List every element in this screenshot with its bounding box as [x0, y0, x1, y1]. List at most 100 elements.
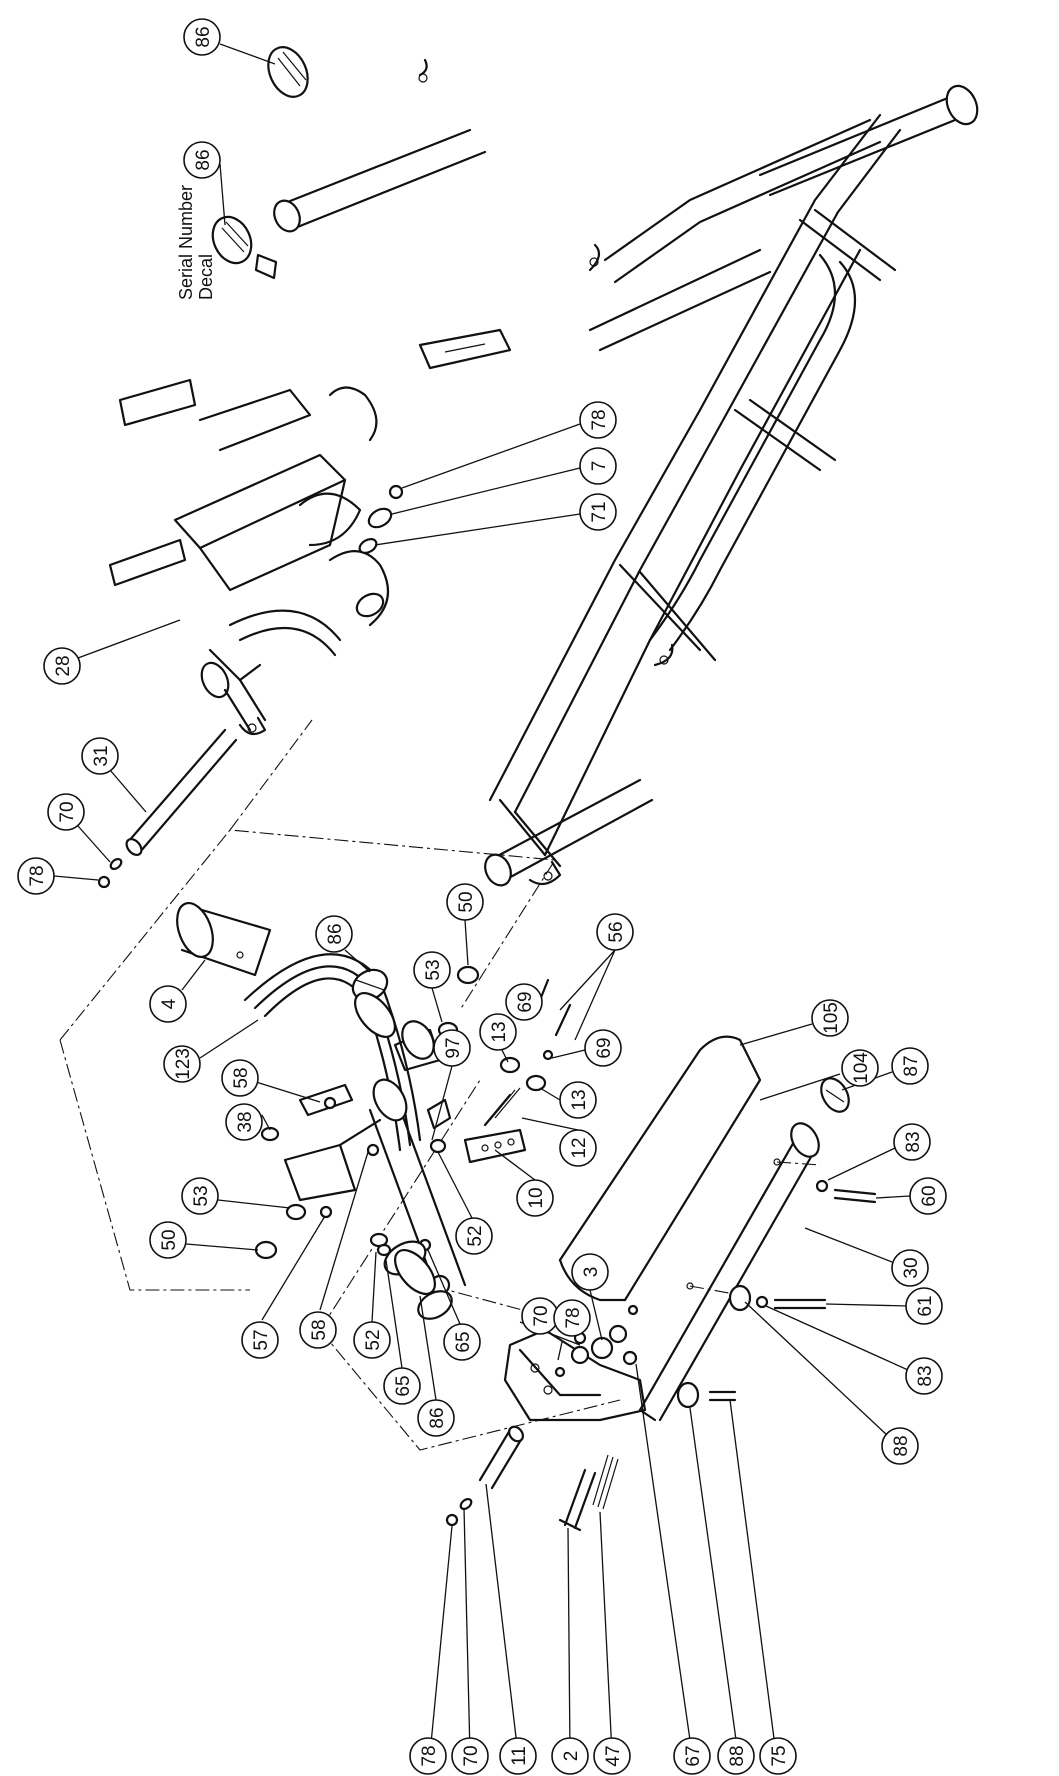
- callout: 58: [299, 1311, 337, 1349]
- end-cap-serial: [211, 215, 278, 280]
- svg-text:78: 78: [27, 865, 48, 886]
- svg-text:104: 104: [851, 1052, 872, 1084]
- svg-text:10: 10: [526, 1187, 547, 1208]
- end-cap-bottom: [394, 1249, 436, 1295]
- svg-text:38: 38: [235, 1111, 256, 1132]
- svg-text:28: 28: [53, 655, 74, 676]
- svg-text:58: 58: [309, 1319, 330, 1340]
- callout: 88: [881, 1427, 919, 1465]
- svg-text:50: 50: [456, 891, 477, 912]
- svg-text:52: 52: [363, 1329, 384, 1350]
- pivot-bracket: [108, 378, 390, 736]
- callouts: 86 86 78 7 71 28 78 70 31 4 123 58 38 53…: [17, 18, 947, 1775]
- callout: 2: [551, 1737, 589, 1775]
- callout: 28: [43, 647, 81, 685]
- callout: 87: [891, 1047, 929, 1085]
- svg-text:78: 78: [563, 1307, 584, 1328]
- callout: 70: [451, 1737, 489, 1775]
- callout: 83: [893, 1123, 931, 1161]
- svg-text:86: 86: [193, 26, 214, 47]
- svg-text:123: 123: [173, 1048, 194, 1080]
- callout: 104: [841, 1049, 879, 1087]
- callout: 38: [225, 1103, 263, 1141]
- svg-text:53: 53: [423, 959, 444, 980]
- callout: 65: [443, 1323, 481, 1361]
- callout: 53: [181, 1177, 219, 1215]
- svg-text:86: 86: [325, 923, 346, 944]
- svg-text:53: 53: [191, 1185, 212, 1206]
- callout: 71: [579, 493, 617, 531]
- serial-number-decal-note: Serial Number Decal: [176, 185, 216, 300]
- svg-text:97: 97: [443, 1037, 464, 1058]
- callout: 70: [521, 1297, 559, 1335]
- svg-text:31: 31: [91, 745, 112, 766]
- svg-text:13: 13: [569, 1089, 590, 1110]
- callout: 86: [183, 141, 221, 179]
- svg-text:4: 4: [159, 998, 180, 1009]
- svg-text:13: 13: [489, 1021, 510, 1042]
- pedal-bracket: [503, 1324, 647, 1422]
- right-hardware: [676, 1179, 877, 1409]
- callout: 105: [811, 999, 849, 1037]
- svg-text:60: 60: [919, 1185, 940, 1206]
- callout: 11: [499, 1737, 537, 1775]
- callout: 31: [81, 737, 119, 775]
- callout: 50: [446, 883, 484, 921]
- bolt-spring-shaft: [445, 1304, 639, 1532]
- svg-text:52: 52: [465, 1225, 486, 1246]
- svg-text:57: 57: [251, 1329, 272, 1350]
- callout: 61: [905, 1287, 943, 1325]
- callout: 67: [673, 1737, 711, 1775]
- assembly-line-upper: [59, 719, 556, 1291]
- svg-text:50: 50: [159, 1229, 180, 1250]
- callout: 7: [579, 447, 617, 485]
- shaft: [97, 728, 238, 889]
- svg-text:70: 70: [461, 1745, 482, 1766]
- callout: 13: [559, 1081, 597, 1119]
- svg-text:7: 7: [589, 461, 610, 472]
- svg-text:86: 86: [427, 1407, 448, 1428]
- callout: 86: [183, 18, 221, 56]
- callout: 83: [905, 1357, 943, 1395]
- end-cap-mid: [354, 992, 396, 1038]
- svg-text:86: 86: [193, 149, 214, 170]
- callout: 97: [433, 1029, 471, 1067]
- callout: 78: [553, 1299, 591, 1337]
- callout: 86: [417, 1399, 455, 1437]
- callout: 65: [383, 1367, 421, 1405]
- svg-text:47: 47: [603, 1745, 624, 1766]
- callout: 78: [579, 401, 617, 439]
- svg-text:67: 67: [683, 1745, 704, 1766]
- svg-text:83: 83: [915, 1365, 936, 1386]
- svg-text:88: 88: [727, 1745, 748, 1766]
- main-frame: [273, 58, 979, 887]
- svg-text:56: 56: [606, 921, 627, 942]
- svg-text:3: 3: [581, 1267, 602, 1278]
- hardware-group-upper: [358, 484, 404, 554]
- svg-text:65: 65: [453, 1331, 474, 1352]
- callout: 52: [455, 1217, 493, 1255]
- callout: 78: [17, 857, 55, 895]
- callout: 10: [516, 1179, 554, 1217]
- callout: 47: [593, 1737, 631, 1775]
- svg-text:65: 65: [393, 1375, 414, 1396]
- callout: 58: [221, 1059, 259, 1097]
- callout: 69: [505, 983, 543, 1021]
- callout: 78: [409, 1737, 447, 1775]
- callout: 3: [571, 1253, 609, 1291]
- svg-text:58: 58: [231, 1067, 252, 1088]
- callout: 4: [149, 985, 187, 1023]
- svg-text:75: 75: [769, 1745, 790, 1766]
- svg-text:Decal: Decal: [196, 254, 216, 300]
- callout: 52: [353, 1321, 391, 1359]
- leader-lines: [53, 43, 911, 1755]
- callout: 60: [909, 1177, 947, 1215]
- svg-text:69: 69: [515, 991, 536, 1012]
- bushings: [254, 965, 480, 1276]
- svg-text:2: 2: [561, 1751, 582, 1762]
- callout: 57: [241, 1321, 279, 1359]
- callout: 75: [759, 1737, 797, 1775]
- svg-text:70: 70: [57, 801, 78, 822]
- callout: 88: [717, 1737, 755, 1775]
- svg-text:Serial Number: Serial Number: [176, 185, 196, 300]
